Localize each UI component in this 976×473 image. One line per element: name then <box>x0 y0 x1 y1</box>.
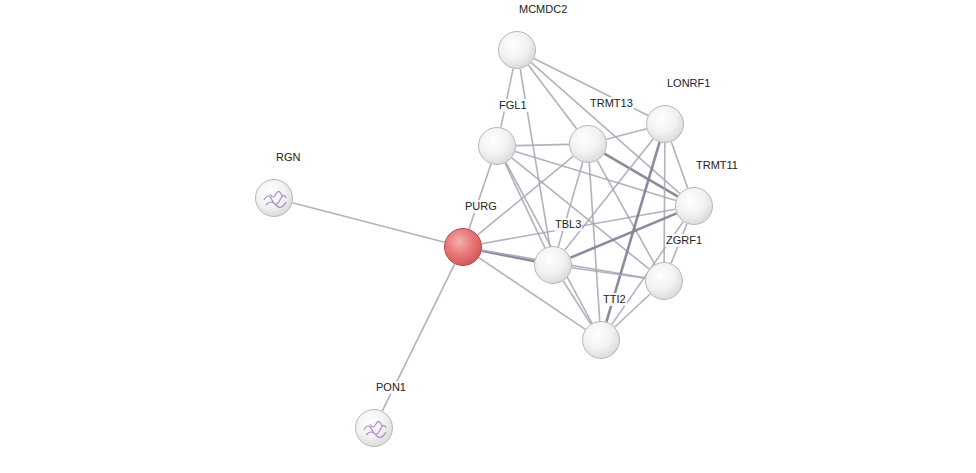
interaction-line <box>469 164 491 229</box>
interaction-line <box>534 58 648 115</box>
interaction-line <box>563 281 591 324</box>
protein-node: TRMT11 <box>675 187 713 225</box>
interaction-line <box>606 129 646 139</box>
protein-node: PURG <box>444 228 482 266</box>
node-sphere <box>569 125 607 163</box>
node-label: PON1 <box>375 381 407 394</box>
node-label: MCMDC2 <box>518 3 568 16</box>
interaction-line <box>516 144 569 145</box>
node-label: PURG <box>464 200 498 213</box>
node-label: ZGRF1 <box>665 234 703 247</box>
node-label: TRMT11 <box>695 159 739 172</box>
node-sphere <box>534 246 572 284</box>
node-sphere <box>255 179 293 217</box>
interaction-line <box>572 268 645 279</box>
protein-node: LONRF1 <box>646 105 684 143</box>
interaction-line <box>292 203 444 242</box>
interaction-line <box>558 162 582 246</box>
node-sphere <box>646 105 684 143</box>
interaction-line <box>597 161 655 265</box>
node-label: TBL3 <box>554 218 582 231</box>
node-sphere <box>355 409 393 447</box>
protein-structure <box>264 191 386 437</box>
node-sphere <box>645 262 683 300</box>
node-sphere <box>444 228 482 266</box>
node-sphere <box>498 31 536 69</box>
interaction-line <box>506 163 592 324</box>
interaction-line <box>589 163 599 321</box>
interaction-line <box>482 251 535 262</box>
protein-node: MCMDC2 <box>498 31 536 69</box>
protein-node: TBL3 <box>534 246 572 284</box>
interaction-line <box>571 213 677 257</box>
protein-node: RGN <box>255 179 293 217</box>
node-sphere <box>478 127 516 165</box>
node-sphere <box>675 187 713 225</box>
node-sphere <box>582 321 620 359</box>
interaction-line <box>604 154 677 197</box>
node-label: TTI2 <box>602 293 627 306</box>
interaction-line <box>505 163 545 248</box>
protein-node: TRMT13 <box>569 125 607 163</box>
protein-node: TTI2 <box>582 321 620 359</box>
node-label: RGN <box>275 151 301 164</box>
node-label: LONRF1 <box>666 77 711 90</box>
node-label: TRMT13 <box>589 97 634 110</box>
interaction-line <box>671 142 687 188</box>
protein-node: PON1 <box>355 409 393 447</box>
node-label: FGL1 <box>498 99 528 112</box>
protein-node: ZGRF1 <box>645 262 683 300</box>
protein-node: FGL1 <box>478 127 516 165</box>
interaction-line <box>501 69 513 128</box>
